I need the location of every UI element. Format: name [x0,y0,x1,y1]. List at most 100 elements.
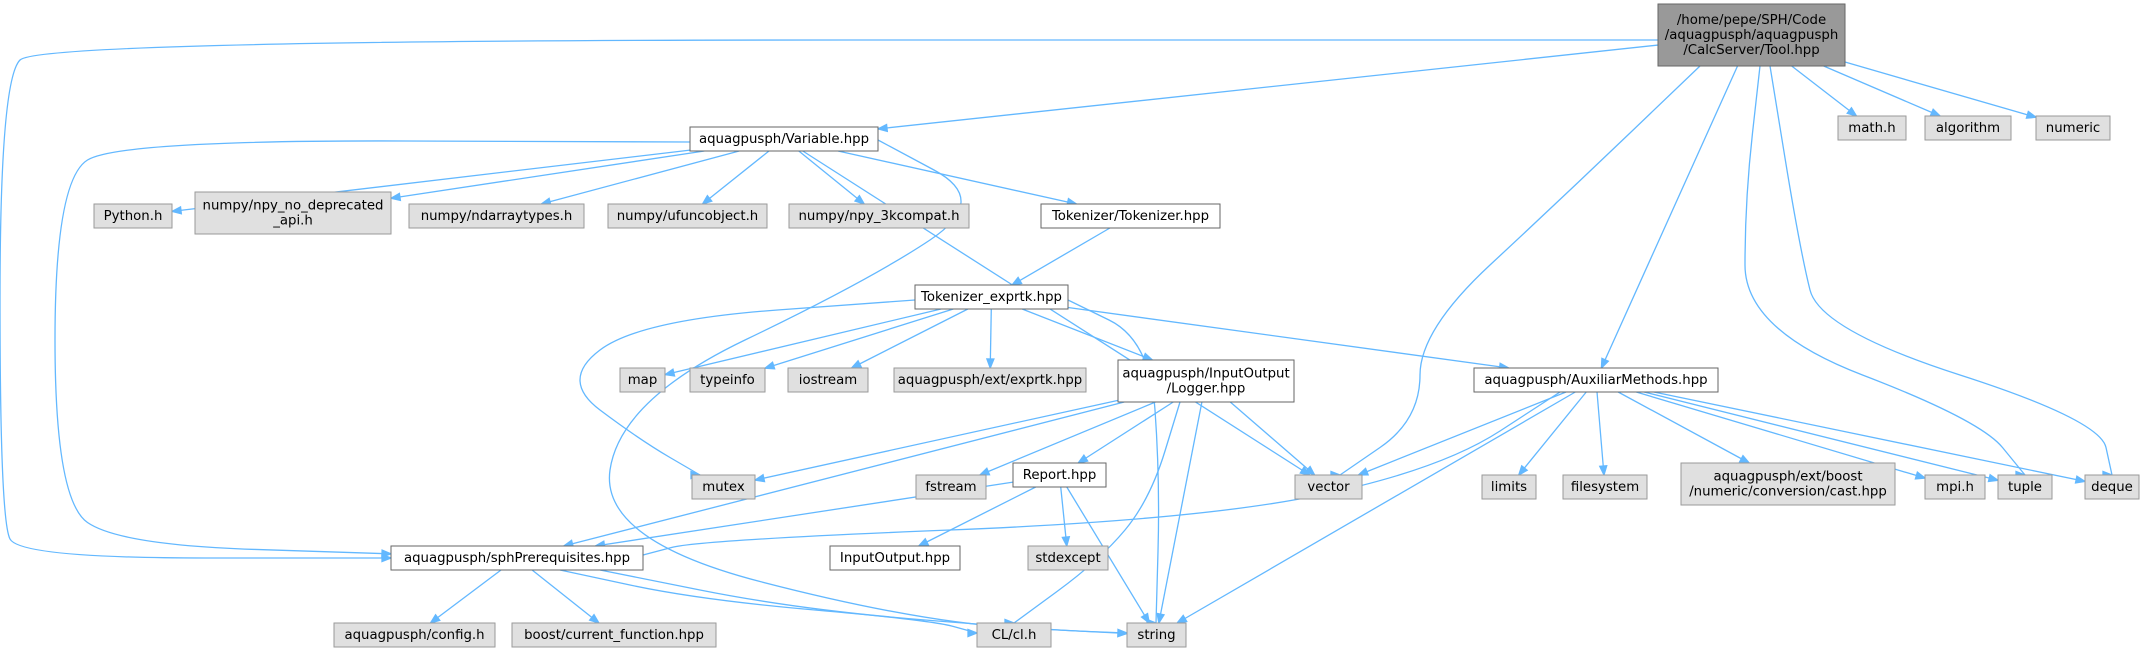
arrowhead [1914,471,1927,480]
node-box [788,203,970,229]
arrowhead [1987,473,2000,483]
node-label: CL/cl.h [992,628,1037,643]
node-ext_exprtk: aquagpusph/ext/exprtk.hpp [893,367,1087,393]
node-label: aquagpusph/config.h [344,628,484,643]
node-mpi: mpi.h [1924,474,1986,500]
node-map: map [619,367,666,393]
node-logger[interactable]: aquagpusph/InputOutput/Logger.hpp [1117,359,1295,403]
node-box [1473,367,1719,393]
node-box [2035,115,2111,141]
arrowhead [763,361,776,370]
node-box [93,203,173,229]
node-label: aquagpusph/AuxiliarMethods.hpp [1484,373,1707,388]
node-boost_cf: boost/current_function.hpp [511,622,717,648]
node-box [914,284,1069,310]
node-box [1657,3,1846,67]
edge-sphprereq-to-clcl [559,569,979,638]
edge-variable-to-ndarraytypes [539,150,740,206]
arrowhead [1156,612,1166,625]
node-string: string [1126,622,1187,648]
node-tuple: tuple [1997,474,2053,500]
arrowhead [1929,108,1942,117]
node-report[interactable]: Report.hpp [1012,462,1107,488]
node-iostream: iostream [787,367,869,393]
node-box [829,545,961,571]
node-label: Tokenizer_exprtk.hpp [920,290,1062,305]
node-box [194,191,392,235]
node-box [1924,115,2012,141]
node-tool[interactable]: /home/pepe/SPH/Code/aquagpusph/aquagpusp… [1657,3,1846,67]
node-label: _api.h [272,214,313,229]
edge-tool-to-variable [876,44,1659,133]
node-label: Tokenizer/Tokenizer.hpp [1051,209,1209,224]
arrowhead [1076,454,1089,464]
node-variable[interactable]: aquagpusph/Variable.hpp [689,126,879,152]
node-ndarraytypes: numpy/ndarraytypes.h [408,203,585,229]
node-label: filesystem [1571,480,1639,495]
arrowhead [1010,276,1023,286]
node-label: aquagpusph/sphPrerequisites.hpp [404,551,630,566]
node-label: mutex [702,480,745,495]
arrowhead [1517,464,1529,477]
node-box [1680,462,1896,506]
node-tokenizer[interactable]: Tokenizer/Tokenizer.hpp [1040,203,1221,229]
node-box [390,545,644,571]
node-box [1040,203,1221,229]
node-box [1837,115,1907,141]
node-sphprereq[interactable]: aquagpusph/sphPrerequisites.hpp [390,545,644,571]
node-label: /CalcServer/Tool.hpp [1683,43,1819,58]
arrowhead [1140,612,1151,625]
edge-tool-to-math [1791,65,1858,118]
node-box [689,367,766,393]
node-box [787,367,869,393]
edge-logger-to-string [1156,401,1203,625]
node-box [1924,474,1986,500]
arrowhead [588,613,601,625]
arrowhead [381,549,393,559]
node-box [619,367,666,393]
node-label: string [1137,628,1175,643]
node-typeinfo: typeinfo [689,367,766,393]
arrowhead [170,205,183,215]
arrowhead [1061,535,1071,548]
arrowhead [1175,614,1188,624]
node-label: mpi.h [1936,480,1974,495]
node-box [2084,474,2140,500]
node-label: Report.hpp [1023,468,1097,483]
node-limits: limits [1481,474,1537,500]
edge-sphprereq-to-config [429,569,502,625]
node-vector: vector [1294,474,1363,500]
arrowhead [978,467,991,476]
arrowhead [1117,628,1129,638]
arrowhead [701,194,713,206]
edge-tool-to-auxiliar [1600,65,1739,370]
node-box [607,203,768,229]
node-inputoutput[interactable]: InputOutput.hpp [829,545,961,571]
node-auxiliar[interactable]: aquagpusph/AuxiliarMethods.hpp [1473,367,1719,393]
node-box [691,474,756,500]
edge-auxiliar-to-vector [1356,391,1567,476]
node-label: aquagpusph/ext/boost [1713,470,1862,485]
node-boost_cast: aquagpusph/ext/boost/numeric/conversion/… [1680,462,1896,506]
node-npy_nodep: numpy/npy_no_deprecated_api.h [194,191,392,235]
node-filesystem: filesystem [1562,474,1648,500]
node-label: /home/pepe/SPH/Code [1677,13,1826,28]
arrowhead [876,123,889,133]
edge-logger-to-vector [1229,401,1316,477]
node-stdexcept: stdexcept [1027,545,1109,571]
arrowhead [1846,106,1858,118]
node-box [1294,474,1363,500]
node-box [1126,622,1187,648]
node-label: numpy/ufuncobject.h [617,209,759,224]
node-npy_3k: numpy/npy_3kcompat.h [788,203,970,229]
arrowhead [1738,454,1751,464]
node-exprtk_h[interactable]: Tokenizer_exprtk.hpp [914,284,1069,310]
node-label: algorithm [1936,121,2000,136]
arrowhead [2025,110,2038,119]
node-python: Python.h [93,203,173,229]
edge-auxiliar-to-filesystem [1596,391,1608,477]
node-box [893,367,1087,393]
node-label: vector [1307,480,1350,495]
edge-variable-to-sphprereq [54,140,691,559]
node-box [511,622,717,648]
